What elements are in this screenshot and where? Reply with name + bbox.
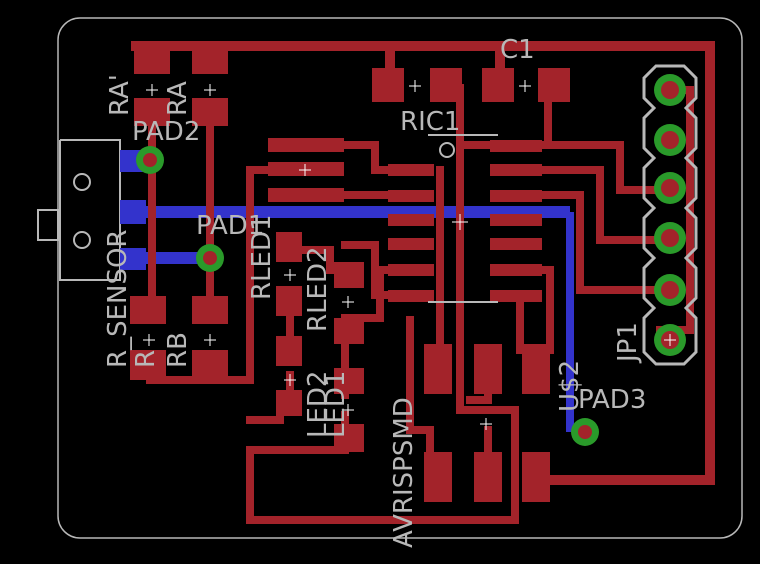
sensor-connector-outline: [37, 139, 121, 281]
label-rled1: RLED1: [247, 214, 277, 300]
label-r-sensor: R_SENSOR: [103, 230, 133, 368]
silkscreen-marks: [428, 134, 498, 303]
label-pad3: PAD3: [578, 385, 646, 415]
label-r: R: [131, 350, 161, 368]
board-outline: [57, 17, 743, 539]
origin-marks: [143, 80, 676, 430]
vias: [136, 74, 686, 446]
label-jp1: JP1: [613, 322, 643, 364]
label-pad2: PAD2: [132, 117, 200, 147]
label-rled2: RLED2: [303, 246, 333, 332]
label-u2: U$2: [555, 360, 585, 412]
label-rb: RB: [163, 332, 193, 368]
top-copper-pads: [130, 46, 570, 502]
label-ric1: RIC1: [400, 107, 460, 137]
label-led1: LED1: [321, 371, 351, 438]
label-avrispsmd: AVRISPSMD: [389, 397, 419, 548]
label-led2: LED2: [303, 371, 333, 438]
label-c1: C1: [500, 35, 535, 65]
label-ra-prime: RA': [105, 74, 135, 116]
jp1-header: [642, 64, 698, 366]
label-pad1: PAD1: [196, 211, 264, 241]
label-ra: RA: [163, 81, 193, 116]
